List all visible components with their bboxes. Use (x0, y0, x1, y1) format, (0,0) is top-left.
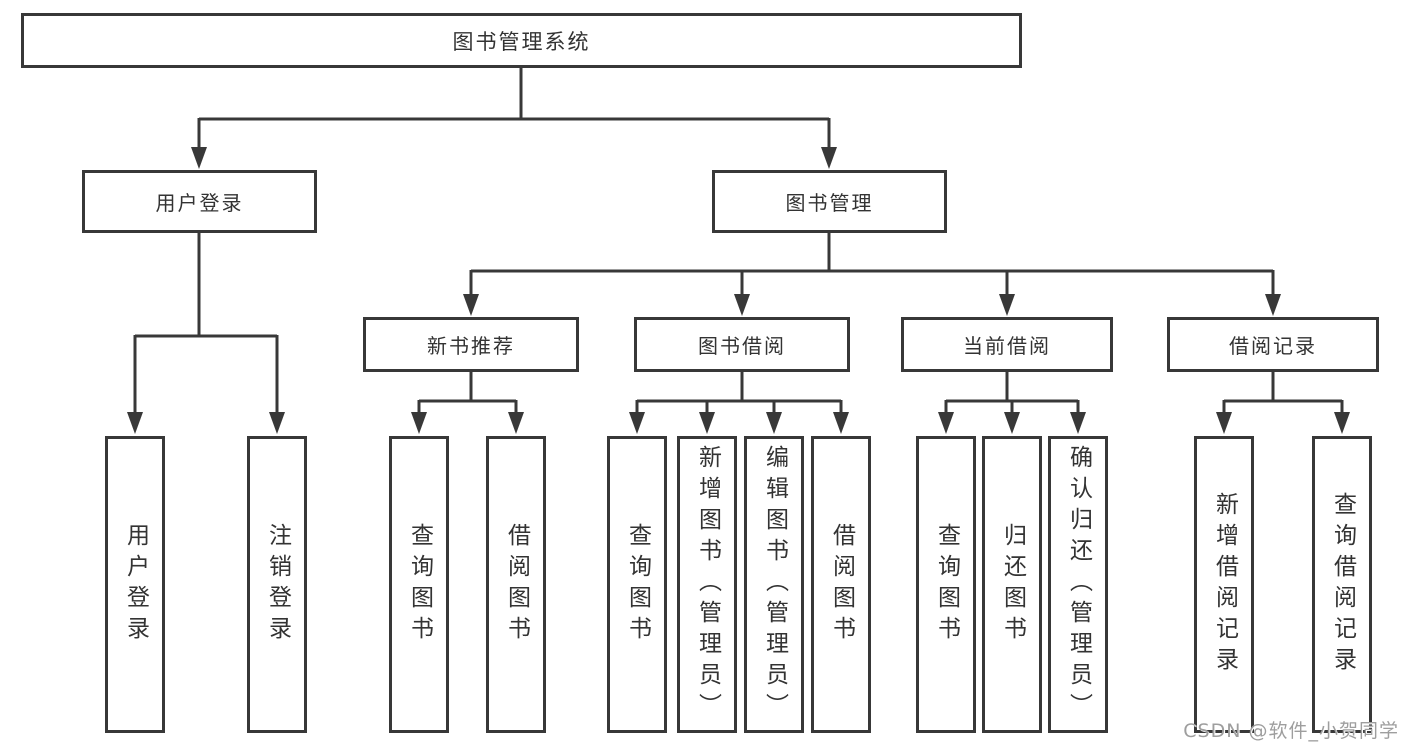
node-label: 图书管理系统 (452, 29, 591, 54)
node-label: 借阅图书 (503, 522, 530, 647)
leaf-query-books-current: 查询图书 (916, 436, 976, 733)
node-label: 归还图书 (999, 522, 1026, 647)
node-label: 查询图书 (933, 522, 960, 647)
node-label: 用户登录 (155, 191, 244, 215)
leaf-query-borrow-record: 查询借阅记录 (1312, 436, 1372, 733)
node-new-book-recommend: 新书推荐 (363, 317, 579, 372)
leaf-logout: 注销登录 (247, 436, 307, 733)
node-label: 借阅记录 (1229, 334, 1317, 358)
node-current-borrow: 当前借阅 (901, 317, 1113, 372)
node-library-management-system: 图书管理系统 (21, 13, 1022, 68)
node-label: 图书管理 (785, 191, 874, 215)
node-label: 用户登录 (122, 522, 149, 647)
node-label: 查询借阅记录 (1329, 491, 1356, 678)
node-label: 查询图书 (624, 522, 651, 647)
leaf-return-book: 归还图书 (982, 436, 1042, 733)
node-label: 新增借阅记录 (1211, 491, 1238, 678)
node-label: 借阅图书 (828, 522, 855, 647)
node-label: 图书借阅 (698, 334, 786, 358)
node-label: 查询图书 (406, 522, 433, 647)
node-borrow-records: 借阅记录 (1167, 317, 1379, 372)
leaf-query-books-recommend: 查询图书 (389, 436, 449, 733)
node-label: 当前借阅 (963, 334, 1051, 358)
leaf-borrow-books: 借阅图书 (811, 436, 871, 733)
node-label: 确认归还（管理员） (1065, 445, 1092, 724)
node-label: 注销登录 (264, 522, 291, 647)
leaf-add-book-admin: 新增图书（管理员） (677, 436, 737, 733)
node-label: 新书推荐 (427, 334, 515, 358)
leaf-confirm-return-admin: 确认归还（管理员） (1048, 436, 1108, 733)
node-book-borrow: 图书借阅 (634, 317, 850, 372)
leaf-borrow-books-recommend: 借阅图书 (486, 436, 546, 733)
leaf-edit-book-admin: 编辑图书（管理员） (744, 436, 804, 733)
leaf-query-books-borrow: 查询图书 (607, 436, 667, 733)
node-book-management: 图书管理 (712, 170, 947, 233)
node-label: 新增图书（管理员） (694, 445, 721, 724)
leaf-user-login: 用户登录 (105, 436, 165, 733)
node-user-login: 用户登录 (82, 170, 317, 233)
node-label: 编辑图书（管理员） (761, 445, 788, 724)
leaf-add-borrow-record: 新增借阅记录 (1194, 436, 1254, 733)
csdn-watermark: CSDN @软件_小贺同学 (1183, 720, 1399, 742)
